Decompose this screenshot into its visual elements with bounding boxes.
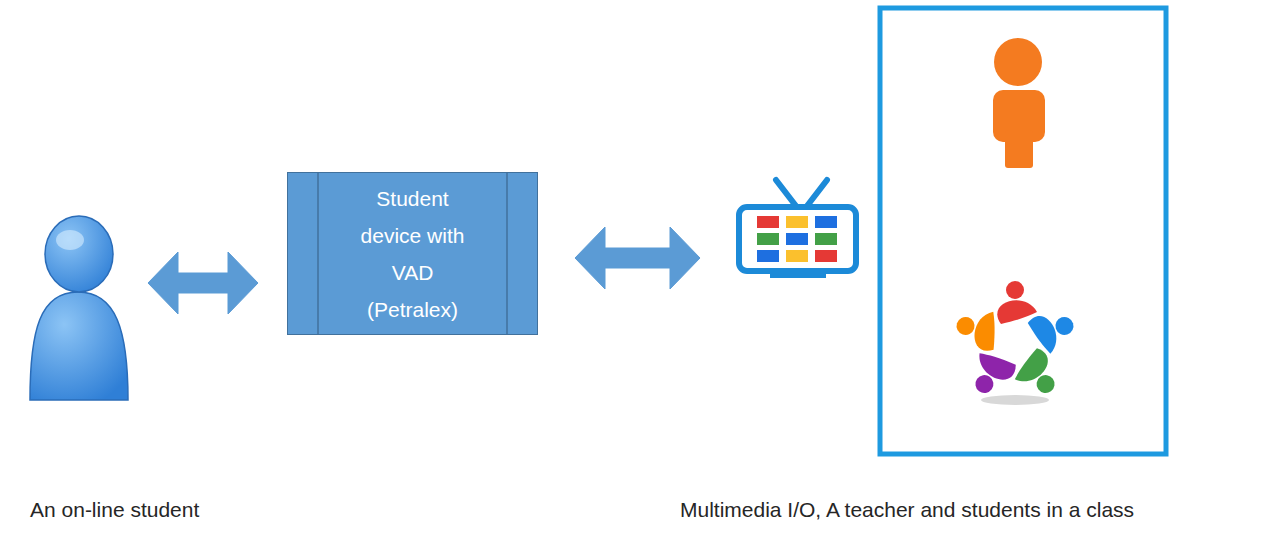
teacher-head xyxy=(994,38,1042,86)
process-inner-line xyxy=(506,172,508,335)
teacher-legs xyxy=(1005,130,1033,168)
tv-tile xyxy=(786,216,808,228)
node-caption: An on-line student xyxy=(30,498,199,522)
student-figure-head xyxy=(1033,371,1058,396)
student-figure-head xyxy=(972,371,997,396)
double-block-arrow xyxy=(575,227,700,289)
students-shadow xyxy=(981,395,1049,405)
tv-antenna xyxy=(776,180,796,206)
tv-tile xyxy=(757,233,779,245)
process-inner-line xyxy=(317,172,319,335)
teacher-icon xyxy=(993,38,1045,168)
student-figure xyxy=(973,344,1019,387)
tv-stand xyxy=(770,271,826,278)
double-block-arrow xyxy=(148,252,258,314)
tv-tile xyxy=(786,250,808,262)
student-figure-head xyxy=(1053,315,1076,338)
teacher-body xyxy=(993,90,1045,142)
tv-tile xyxy=(786,233,808,245)
student-icon xyxy=(30,216,128,400)
node-caption: Multimedia I/O, A teacher and students i… xyxy=(680,498,1134,522)
student-figure-head xyxy=(1006,281,1024,299)
tv-tile xyxy=(815,233,837,245)
student-body xyxy=(30,292,128,400)
student-head xyxy=(45,216,113,292)
tv-screen xyxy=(739,207,856,271)
students-icon xyxy=(952,281,1080,405)
actor-node: An on-line student xyxy=(25,215,140,400)
student-figure xyxy=(970,308,1005,353)
box-label: Student device with VAD (Petralex) xyxy=(350,180,475,328)
tv-antenna xyxy=(807,180,827,206)
student-figure xyxy=(997,300,1037,324)
tv-icon xyxy=(739,180,856,278)
class-frame xyxy=(880,8,1166,454)
process-box: Student device with VAD (Petralex) xyxy=(287,172,538,335)
tv-tile xyxy=(757,216,779,228)
student-figure xyxy=(1027,312,1062,357)
student-figure-head xyxy=(954,315,977,338)
tv-tile xyxy=(815,250,837,262)
tv-tile xyxy=(815,216,837,228)
box-text-holder: Student device with VAD (Petralex) xyxy=(288,173,537,334)
head-highlight xyxy=(56,230,84,250)
class-group: Multimedia I/O, A teacher and students i… xyxy=(705,5,1270,460)
student-figure xyxy=(1008,346,1054,389)
tv-tile xyxy=(757,250,779,262)
